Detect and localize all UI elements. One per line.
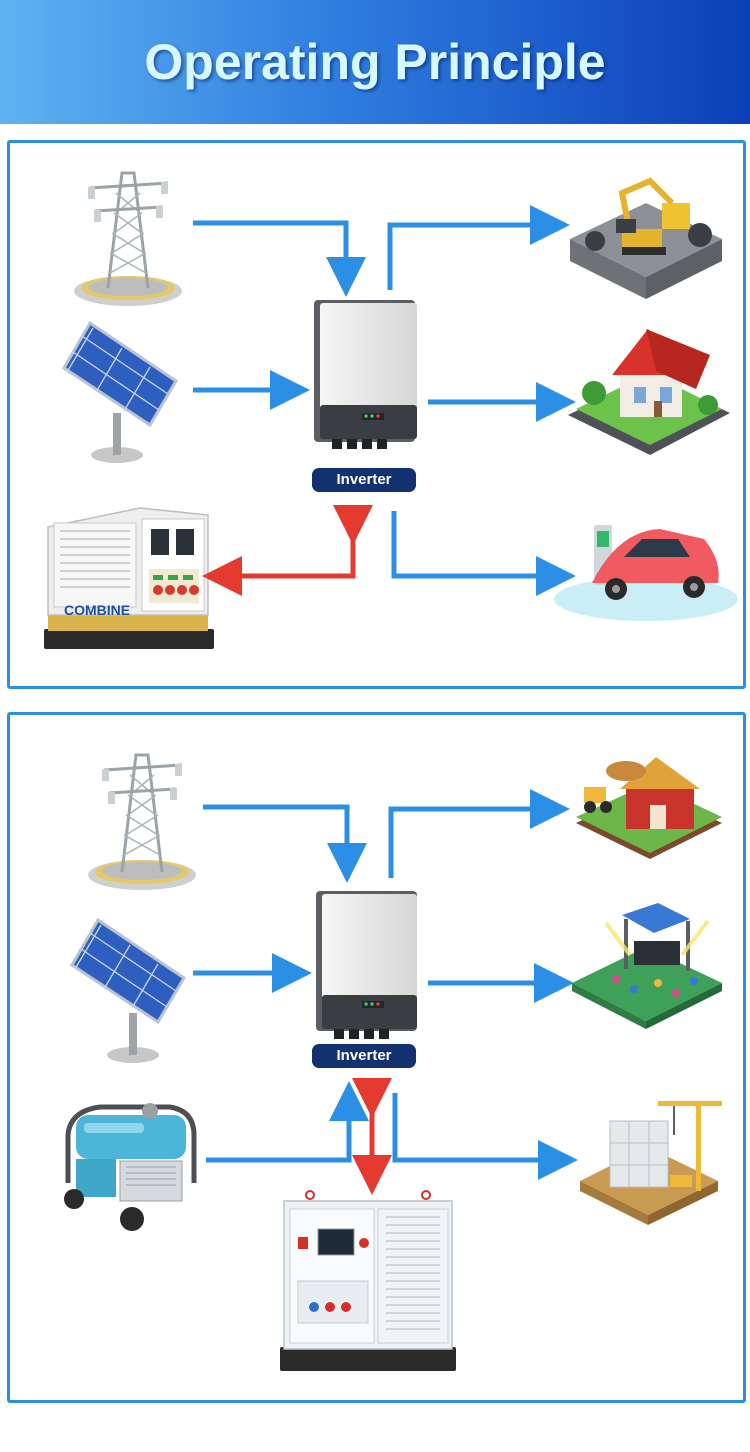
power-tower-icon bbox=[88, 753, 196, 890]
arrow-grid-to-inverter bbox=[203, 804, 367, 883]
cabinet-logo: COMBINE bbox=[64, 602, 130, 618]
diagram-panel-1: COMBINE bbox=[7, 140, 746, 689]
arrow-inverter-cabinet-exchange bbox=[202, 505, 373, 596]
ev-charging-car-icon bbox=[554, 525, 738, 621]
construction-site-icon bbox=[580, 1101, 722, 1225]
power-tower-icon bbox=[74, 171, 182, 306]
panel-2-scene bbox=[64, 753, 722, 1371]
arrow-inverter-to-ev bbox=[391, 511, 576, 596]
arrow-inverter-to-construction bbox=[392, 1093, 578, 1180]
inverter-device bbox=[316, 891, 417, 1039]
farm-barn-icon bbox=[576, 757, 722, 859]
solar-panel-icon bbox=[69, 917, 187, 1063]
arrow-inverter-to-mining bbox=[387, 205, 570, 290]
mining-excavator-icon bbox=[570, 177, 722, 299]
panel-1-scene: COMBINE bbox=[44, 171, 738, 649]
inverter-device bbox=[314, 300, 417, 449]
solar-panel-icon bbox=[61, 320, 179, 463]
header-banner: Operating Principle bbox=[0, 0, 750, 124]
inverter-label: Inverter bbox=[312, 1044, 416, 1068]
portable-generator-icon bbox=[64, 1103, 197, 1231]
arrow-inverter-to-farm bbox=[388, 789, 570, 878]
page-title: Operating Principle bbox=[144, 34, 606, 90]
house-icon bbox=[568, 329, 730, 455]
arrow-grid-to-inverter bbox=[193, 220, 366, 297]
arrow-generator-to-inverter bbox=[206, 1081, 369, 1163]
inverter-label: Inverter bbox=[312, 468, 416, 492]
battery-cabinet-icon: COMBINE bbox=[44, 507, 214, 649]
diagram-panel-2: Inverter bbox=[7, 712, 746, 1403]
outdoor-concert-stage-icon bbox=[572, 903, 722, 1029]
battery-cabinet-icon bbox=[280, 1190, 456, 1371]
